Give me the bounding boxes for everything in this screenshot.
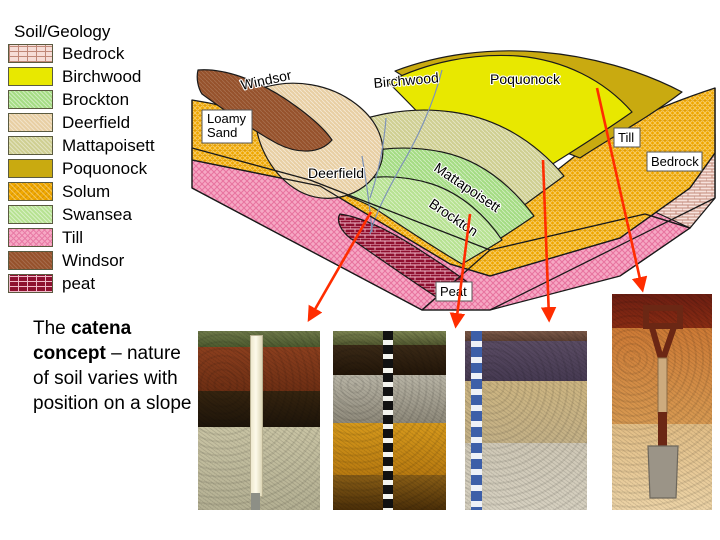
brockton-swatch-icon (8, 90, 53, 109)
legend-label-deerfield: Deerfield (62, 113, 131, 132)
soil-profile-photo-3 (465, 331, 587, 510)
svg-text:Loamy: Loamy (207, 111, 247, 126)
photo4-spade-icon (643, 305, 683, 499)
legend-item-windsor: Windsor (8, 249, 193, 272)
legend-item-mattapoisett: Mattapoisett (8, 134, 193, 157)
legend-item-solum: Solum (8, 180, 193, 203)
caption-text-leading: The (33, 318, 72, 339)
till-swatch-icon (8, 228, 53, 247)
svg-text:Bedrock: Bedrock (651, 154, 699, 169)
legend-label-till: Till (62, 228, 84, 247)
legend-item-till: Till (8, 226, 193, 249)
photo1-rod-tip-icon (251, 493, 260, 510)
svg-text:Sand: Sand (207, 125, 237, 140)
boxed-label-peat: Peat (435, 281, 473, 302)
photo3-b-horizon (465, 381, 587, 443)
soil-geology-legend: Soil/Geology Bedrock Birchwood Brockton … (8, 22, 193, 295)
photo2-banded-tape-icon (383, 331, 393, 510)
legend-item-deerfield: Deerfield (8, 111, 193, 134)
photo3-banded-tape-icon (471, 331, 482, 510)
legend-label-windsor: Windsor (62, 251, 125, 270)
photo3-a-horizon (465, 341, 587, 381)
caption-text-bold: catena concept (33, 318, 132, 364)
diagram-label-poquonock: Poquonock (490, 71, 561, 87)
photo3-c-horizon (465, 443, 587, 510)
boxed-label-loamy-sand: Loamy Sand (201, 109, 253, 144)
legend-item-bedrock: Bedrock (8, 42, 193, 65)
legend-label-brockton: Brockton (62, 90, 130, 109)
legend-label-swansea: Swansea (62, 205, 132, 224)
catena-concept-caption: The catena concept – nature of soil vari… (33, 316, 193, 416)
legend-item-birchwood: Birchwood (8, 65, 193, 88)
legend-label-poquonock: Poquonock (62, 159, 148, 178)
windsor-swatch-icon (8, 251, 53, 270)
legend-item-swansea: Swansea (8, 203, 193, 226)
soil-catena-block-diagram: Windsor Birchwood Poquonock Deerfield Ma… (190, 28, 720, 313)
boxed-label-bedrock: Bedrock (646, 151, 703, 172)
legend-title: Soil/Geology (14, 22, 111, 41)
caption-text-trailing: – nature of soil varies with position on… (33, 343, 192, 414)
svg-text:Till: Till (618, 130, 634, 145)
soil-profile-photo-1 (198, 331, 320, 510)
photo3-surface-layer (465, 331, 587, 341)
mattapoisett-swatch-icon (8, 136, 53, 155)
legend-label-solum: Solum (62, 182, 111, 201)
legend-item-poquonock: Poquonock (8, 157, 193, 180)
soil-profile-photo-4 (612, 294, 712, 510)
legend-label-peat: peat (62, 274, 96, 293)
svg-text:Peat: Peat (440, 284, 467, 299)
bedrock-swatch-icon (8, 44, 53, 63)
peat-swatch-icon (8, 274, 53, 293)
legend-item-peat: peat (8, 272, 193, 295)
soil-profile-photo-2 (333, 331, 446, 510)
poquonock-swatch-icon (8, 159, 53, 178)
diagram-label-deerfield: Deerfield (308, 165, 364, 181)
windsor-unit (196, 69, 333, 152)
legend-item-brockton: Brockton (8, 88, 193, 111)
swansea-swatch-icon (8, 205, 53, 224)
photo3-texture (465, 331, 587, 510)
photo1-measuring-rod-icon (250, 335, 263, 497)
solum-swatch-icon (8, 182, 53, 201)
legend-label-mattapoisett: Mattapoisett (62, 136, 155, 155)
birchwood-swatch-icon (8, 67, 53, 86)
legend-label-bedrock: Bedrock (62, 44, 125, 63)
deerfield-swatch-icon (8, 113, 53, 132)
boxed-label-till: Till (613, 127, 641, 148)
legend-label-birchwood: Birchwood (62, 67, 142, 86)
diagram-label-birchwood: Birchwood (373, 69, 440, 91)
